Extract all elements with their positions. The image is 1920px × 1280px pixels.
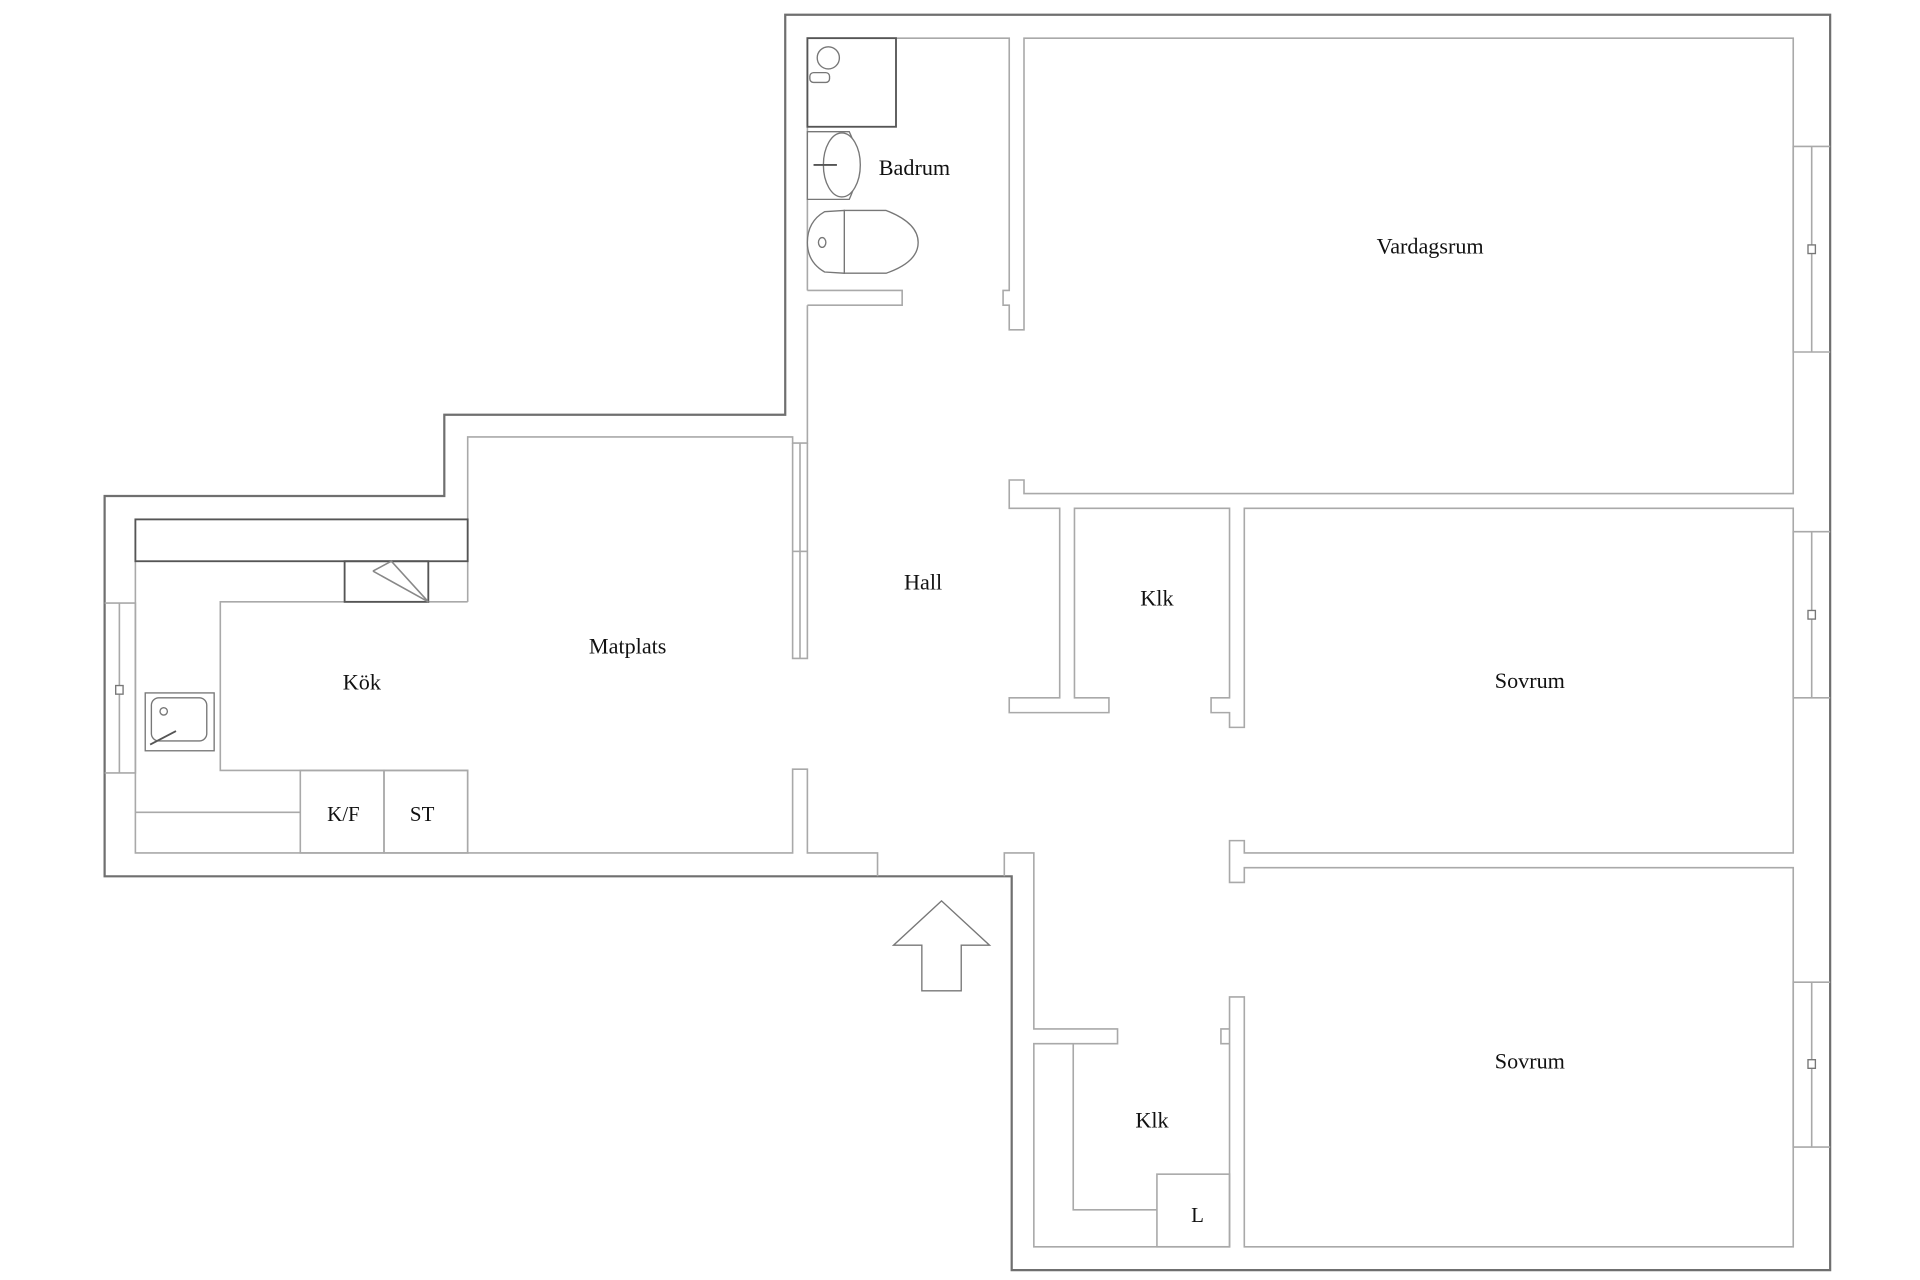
- room-label-matplats: Matplats: [589, 634, 666, 659]
- fixture-label-stove: ST: [410, 802, 435, 826]
- window-vardagsrum: [1792, 145, 1831, 353]
- laundry-box: [1156, 1173, 1231, 1248]
- room-label-klk-1: Klk: [1140, 586, 1174, 611]
- fixture-label-fridge-freezer: K/F: [327, 802, 360, 826]
- room-label-sovrum-1: Sovrum: [1495, 668, 1565, 693]
- dishwasher-icon: [343, 560, 430, 603]
- toilet-icon: [806, 209, 919, 274]
- room-label-badrum: Badrum: [879, 155, 950, 180]
- outer-wall: [103, 13, 1832, 1272]
- washbasin-icon: [806, 131, 861, 201]
- window-kitchen: [104, 602, 137, 774]
- room-label-vardagsrum: Vardagsrum: [1377, 234, 1484, 259]
- inner-walls: [104, 37, 1831, 1248]
- window-sovrum-2: [1792, 981, 1831, 1148]
- sink-icon: [144, 692, 215, 752]
- shower-icon: [806, 37, 897, 128]
- fixture-label-laundry: L: [1191, 1203, 1204, 1227]
- room-label-hall: Hall: [904, 570, 942, 595]
- stove-box: [383, 769, 469, 854]
- room-label-sovrum-2: Sovrum: [1495, 1048, 1565, 1073]
- room-label-klk-2: Klk: [1135, 1108, 1169, 1133]
- room-label-kok: Kök: [343, 669, 382, 694]
- window-sovrum-1: [1792, 530, 1831, 699]
- kitchen-counter: [134, 518, 469, 563]
- arrow-up-icon: [891, 900, 992, 992]
